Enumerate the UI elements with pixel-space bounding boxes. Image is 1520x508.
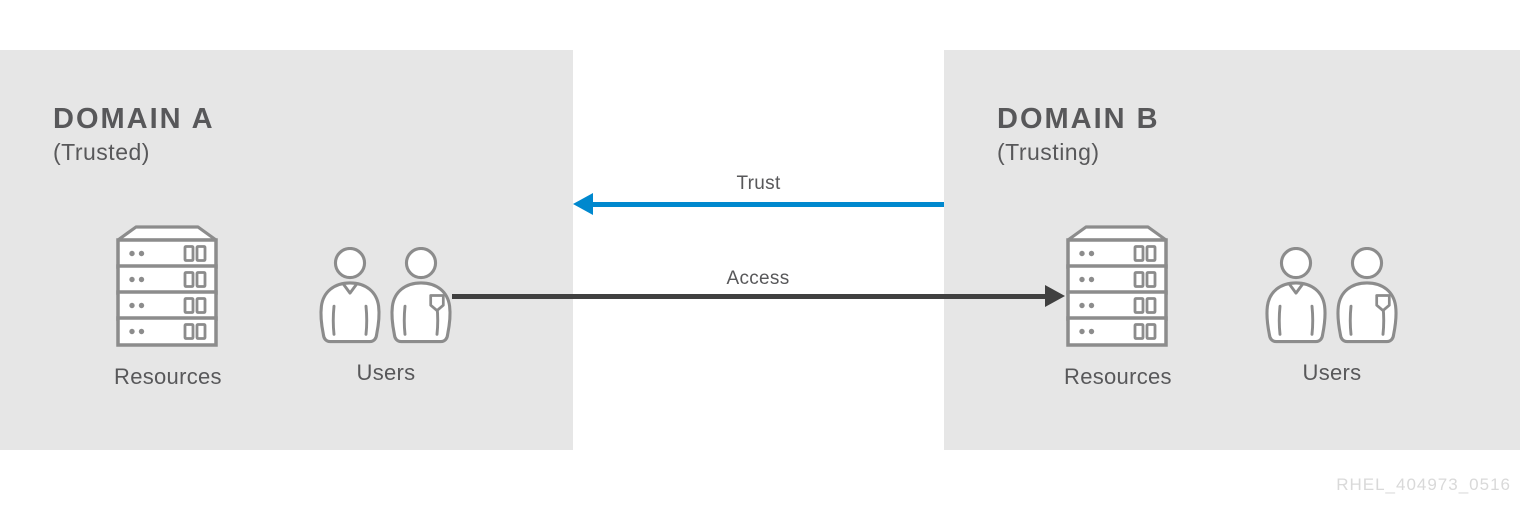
- users-icon: [1264, 247, 1400, 344]
- server-icon: [1066, 225, 1168, 347]
- access-arrow-label: Access: [726, 268, 790, 289]
- trust-arrow-label: Trust: [736, 173, 781, 194]
- users-label: Users: [356, 360, 416, 385]
- users-icon: [318, 247, 454, 344]
- domain-a-subtitle: (Trusted): [53, 139, 150, 165]
- trust-arrowhead-icon: [573, 193, 593, 215]
- domain-a-title: DOMAIN A: [53, 103, 215, 135]
- domain-a-users: Users: [318, 247, 454, 386]
- access-arrow-line: [452, 294, 1046, 299]
- trust-arrow-line: [591, 202, 944, 207]
- resources-label: Resources: [1064, 364, 1172, 389]
- domain-b-subtitle: (Trusting): [997, 139, 1100, 165]
- user-vneck-icon: [319, 247, 381, 344]
- server-icon: [116, 225, 218, 347]
- user-pocket-icon: [1336, 247, 1398, 344]
- figure-id-watermark: RHEL_404973_0516: [1336, 475, 1511, 494]
- domain-a-panel: DOMAIN A (Trusted) Resources: [0, 50, 573, 450]
- domain-b-panel: DOMAIN B (Trusting) Resources: [944, 50, 1520, 450]
- domain-b-users: Users: [1264, 247, 1400, 386]
- access-arrowhead-icon: [1045, 285, 1065, 307]
- user-vneck-icon: [1265, 247, 1327, 344]
- resources-label: Resources: [114, 364, 222, 389]
- domain-a-resources: Resources: [114, 224, 222, 390]
- user-pocket-icon: [390, 247, 452, 344]
- domain-b-title: DOMAIN B: [997, 103, 1160, 135]
- domain-b-resources: Resources: [1064, 224, 1172, 390]
- users-label: Users: [1302, 360, 1362, 385]
